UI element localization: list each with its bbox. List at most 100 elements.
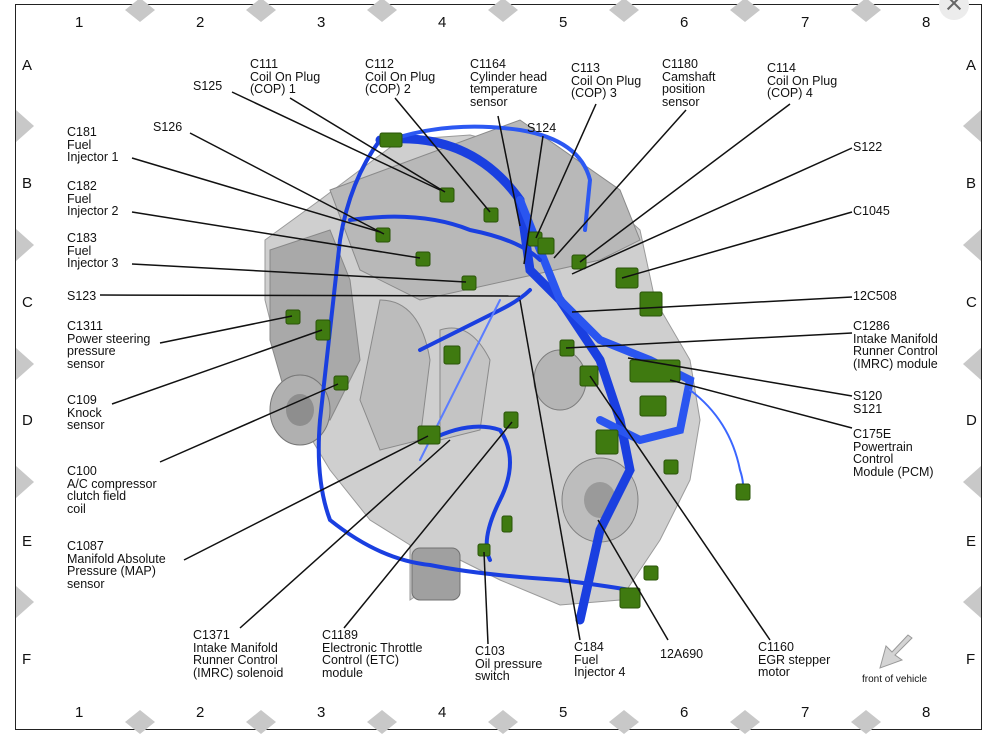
label-line: Cylinder head (470, 69, 548, 84)
label-line: Knock (67, 405, 102, 420)
grid-marker (488, 710, 518, 734)
label-line: Coil On Plug (571, 73, 642, 88)
grid-marker (488, 0, 518, 22)
grid-marker (16, 348, 34, 380)
label-line: Module (PCM) (853, 464, 934, 479)
label-line: Injector 4 (574, 665, 626, 679)
row-letter-left: E (22, 533, 33, 550)
label-line: coil (67, 501, 86, 516)
label-line: (IMRC) module (853, 356, 938, 371)
label-line: module (322, 665, 363, 680)
column-number-top: 1 (75, 14, 84, 31)
column-number-top: 5 (559, 14, 568, 31)
label-line: C1180 (662, 57, 698, 71)
label-line: sensor (67, 356, 105, 371)
column-number-bottom: 4 (438, 704, 447, 721)
label-line: Coil On Plug (365, 69, 436, 84)
column-number-top: 8 (922, 14, 931, 31)
grid-marker (963, 110, 981, 142)
label-s122: S122 (853, 141, 882, 154)
label-line: Electronic Throttle (322, 640, 423, 655)
label-line: Fuel (67, 243, 92, 258)
label-line: C109 (67, 393, 97, 407)
row-letter-right: E (966, 533, 977, 550)
grid-marker (16, 229, 34, 261)
label-line: C1045 (853, 204, 890, 218)
label-12a690: 12A690 (660, 648, 703, 661)
label-line: EGR stepper (758, 652, 831, 667)
label-line: Injector 3 (67, 256, 119, 270)
row-letter-right: F (966, 651, 976, 668)
label-s125: S125 (193, 80, 222, 93)
front-of-vehicle-label: front of vehicle (862, 674, 928, 685)
label-line: Coil On Plug (250, 69, 321, 84)
label-line: A/C compressor (67, 476, 157, 491)
grid-marker (16, 110, 34, 142)
label-line: C183 (67, 231, 97, 245)
label-s126: S126 (153, 121, 182, 134)
label-line: C114 (767, 61, 796, 75)
label-line: Control (ETC) (322, 653, 400, 667)
label-line: S120 (853, 389, 883, 403)
label-line: motor (758, 665, 790, 679)
label-line: C113 (571, 61, 600, 75)
label-line: C1164 (470, 57, 506, 71)
label-line: Intake Manifold (853, 331, 938, 346)
row-letter-left: F (22, 651, 32, 668)
grid-marker (730, 0, 760, 22)
label-c1045: C1045 (853, 205, 890, 218)
label-line: C1160 (758, 640, 794, 654)
label-line: switch (475, 669, 510, 683)
label-s124: S124 (527, 122, 556, 135)
leader-lines (99, 91, 853, 645)
label-line: position (662, 82, 706, 96)
grid-marker (246, 0, 276, 22)
grid-marker (125, 0, 155, 22)
label-line: 12A690 (660, 647, 704, 661)
label-line: C181 (67, 125, 97, 139)
label-line: (COP) 3 (571, 86, 617, 100)
label-line: C111 (250, 57, 279, 71)
grid-marker (963, 586, 981, 618)
label-line: S121 (853, 401, 883, 416)
label-line: C1189 (322, 628, 358, 642)
label-line: C182 (67, 179, 97, 193)
column-number-top: 6 (680, 14, 689, 31)
row-letter-left: C (22, 294, 33, 311)
label-line: (COP) 2 (365, 82, 411, 96)
column-number-bottom: 6 (680, 704, 689, 721)
row-letter-left: B (22, 175, 33, 192)
label-line: C175E (853, 427, 892, 441)
label-12c508: 12C508 (853, 290, 897, 303)
grid-marker (963, 348, 981, 380)
label-line: 12C508 (853, 289, 897, 303)
label-line: Injector 1 (67, 150, 119, 164)
label-line: Intake Manifold (193, 640, 278, 655)
label-line: Oil pressure (475, 656, 543, 671)
label-line: sensor (470, 94, 508, 109)
grid-marker (851, 0, 881, 22)
close-icon[interactable] (939, 0, 969, 20)
label-line: Coil On Plug (767, 73, 838, 88)
row-letter-right: B (966, 175, 977, 192)
label-s123: S123 (67, 290, 96, 303)
column-number-bottom: 7 (801, 704, 810, 721)
label-line: S124 (527, 121, 557, 135)
label-line: S123 (67, 289, 97, 303)
